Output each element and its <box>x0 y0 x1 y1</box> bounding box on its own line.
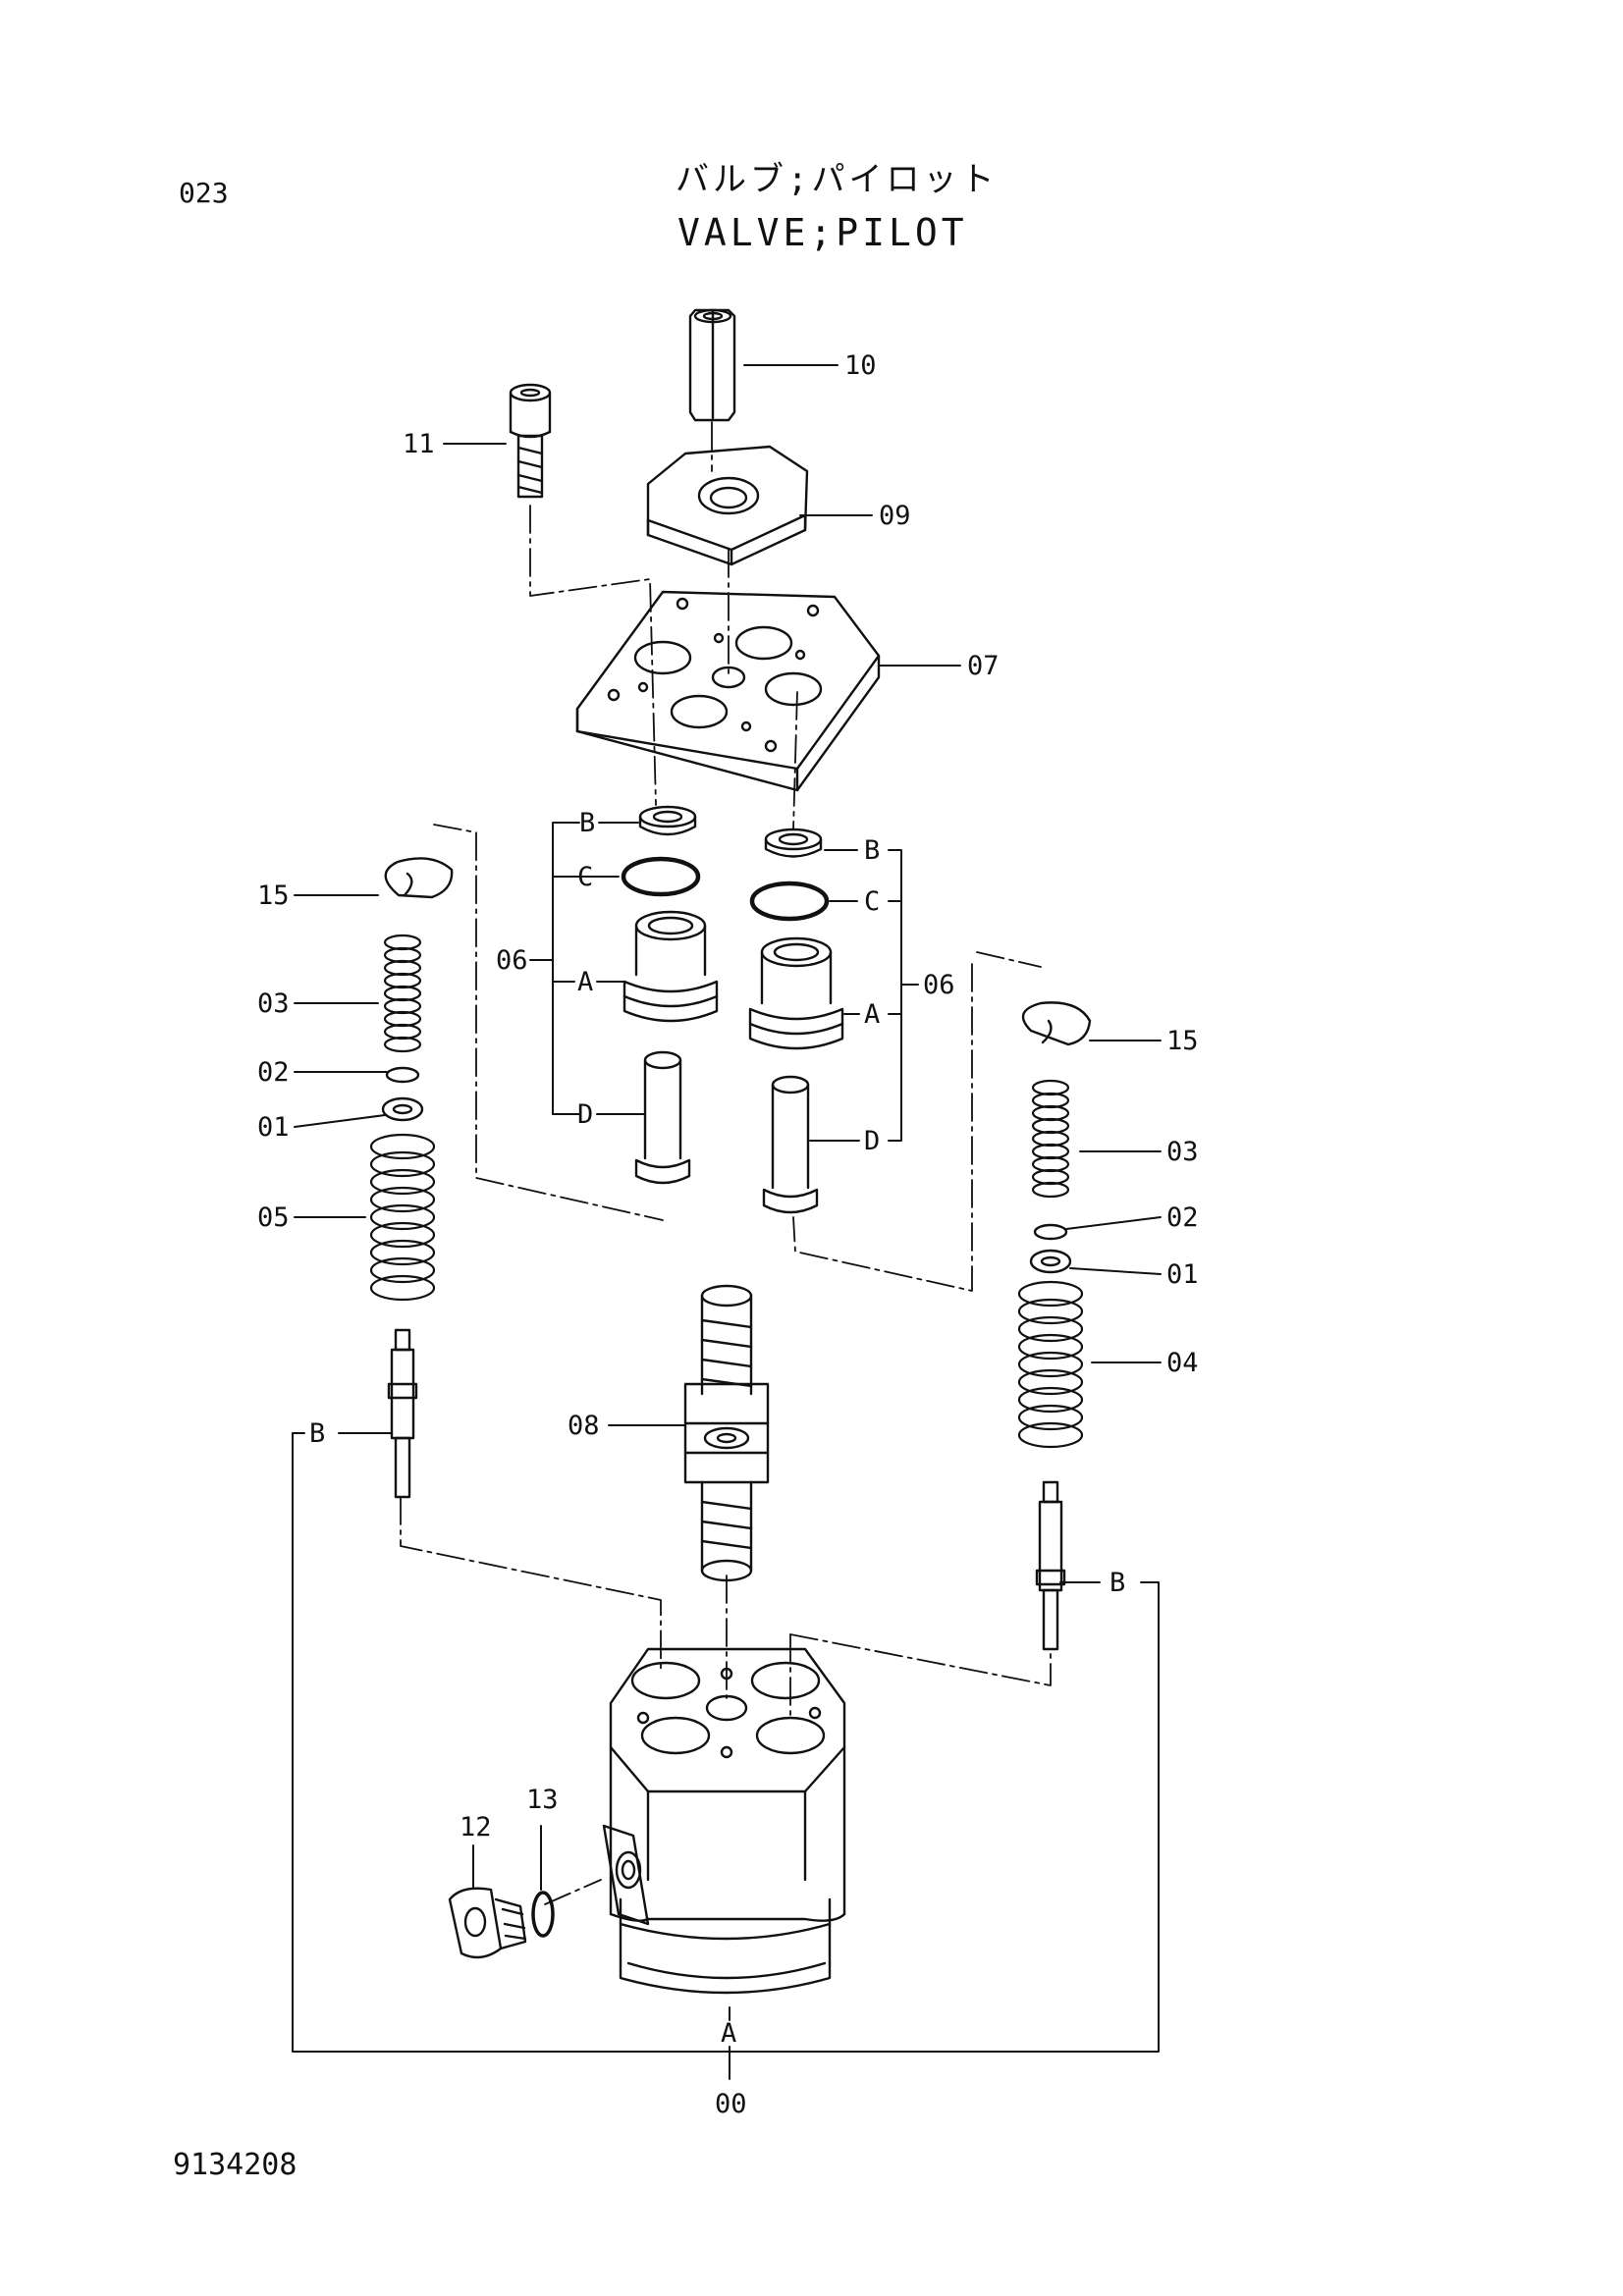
callout-03-left: 03 <box>257 988 290 1019</box>
callout-15-right: 15 <box>1166 1026 1199 1056</box>
label-a-left-06: A <box>577 967 593 997</box>
label-d-left-06: D <box>577 1099 593 1130</box>
part-05-left-spring <box>369 1133 436 1302</box>
title-english: VALVE;PILOT <box>677 211 968 254</box>
label-c-left-06: C <box>577 862 593 892</box>
part-03-left-spring <box>383 934 422 1053</box>
springs <box>369 934 1084 1449</box>
label-b-left-pusher: B <box>309 1418 325 1449</box>
callout-07: 07 <box>967 651 1000 681</box>
part-00-valve-body <box>602 1647 846 1995</box>
part-10-hex-coupling <box>688 308 736 422</box>
label-d-right-06: D <box>864 1126 880 1156</box>
label-a-body: A <box>721 2018 736 2049</box>
callout-12: 12 <box>460 1812 492 1842</box>
part-12-plug <box>448 1887 527 1959</box>
part-06-left-assembly <box>621 805 719 1185</box>
callout-09: 09 <box>879 501 911 531</box>
leader-lines <box>292 364 1162 2080</box>
callout-03-right: 03 <box>1166 1137 1199 1167</box>
page-number: 023 <box>179 177 229 209</box>
part-08-spool <box>683 1284 770 1582</box>
callout-06-right: 06 <box>923 970 955 1000</box>
callout-04-right: 04 <box>1166 1348 1199 1378</box>
part-06-right-assembly <box>748 828 844 1214</box>
callout-13: 13 <box>526 1785 559 1815</box>
title-japanese: バルブ;パイロット <box>676 160 999 199</box>
right-column-parts <box>1021 1001 1092 1651</box>
label-c-right-06: C <box>864 886 880 917</box>
part-03-right-spring <box>1031 1079 1070 1199</box>
part-11-bolt <box>509 383 552 499</box>
part-09-hex-plate <box>646 445 809 566</box>
callout-02-right: 02 <box>1166 1202 1199 1233</box>
assembly-center-lines <box>400 421 1052 1905</box>
callout-05-left: 05 <box>257 1202 290 1233</box>
part-13-o-ring <box>531 1891 555 1938</box>
callout-08: 08 <box>568 1411 600 1441</box>
label-b-right-pusher: B <box>1109 1568 1125 1598</box>
drawing-number: 9134208 <box>173 2148 298 2182</box>
callout-01-left: 01 <box>257 1112 290 1143</box>
callout-labels: 10 11 09 07 06 06 15 03 02 01 05 15 03 0… <box>257 350 1199 2119</box>
callout-10: 10 <box>844 350 877 381</box>
callout-15-left: 15 <box>257 881 290 911</box>
callout-01-right: 01 <box>1166 1259 1199 1290</box>
callout-00: 00 <box>715 2089 747 2119</box>
label-b-left-06: B <box>579 808 595 838</box>
callout-02-left: 02 <box>257 1057 290 1088</box>
left-column-parts <box>381 857 454 1499</box>
label-a-right-06: A <box>864 999 880 1030</box>
part-04-right-spring <box>1017 1280 1084 1449</box>
callout-06-left: 06 <box>496 945 528 976</box>
part-07-top-plate <box>575 590 881 792</box>
callout-11: 11 <box>403 429 435 459</box>
label-b-right-06: B <box>864 835 880 866</box>
